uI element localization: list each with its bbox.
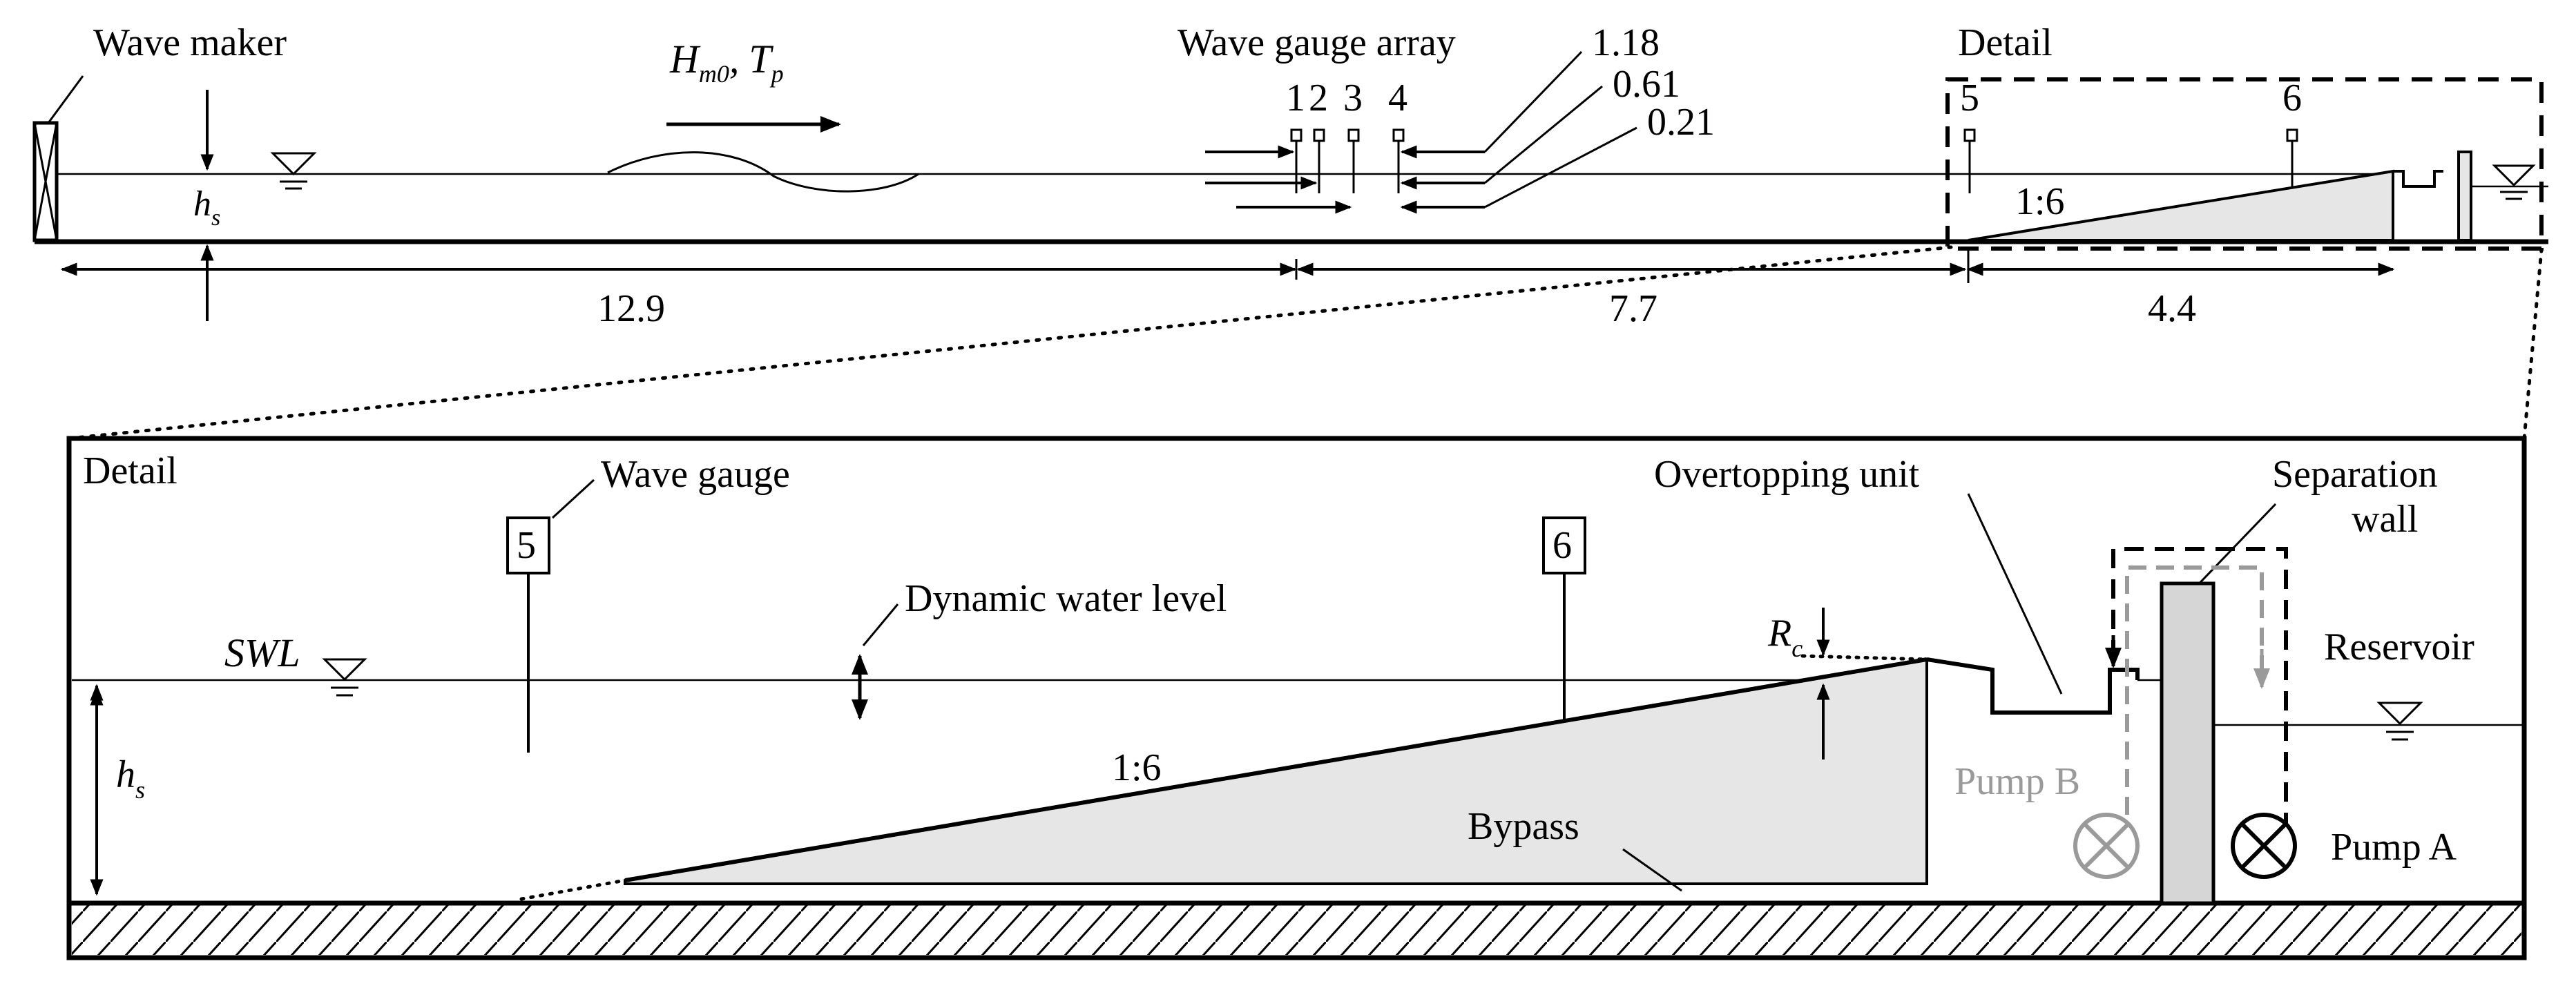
detail-swl-symbol xyxy=(322,658,367,697)
swl-label: SWL xyxy=(224,630,300,675)
detail-hs-label: hs xyxy=(116,753,145,804)
overview-gauge-6 xyxy=(2286,128,2298,142)
overview-reservoir-swl-symbol xyxy=(2492,164,2536,200)
spacing-0-61: 0.61 xyxy=(1613,63,1680,106)
distance-4-4: 4.4 xyxy=(2148,287,2196,330)
pump-b-icon xyxy=(2073,813,2140,879)
wave-gauge-leader xyxy=(551,478,595,519)
detail-gauge-6-box xyxy=(1542,516,1586,574)
overview-flume: Wave maker hs Hm0,Tp Wave gauge array 1 … xyxy=(32,21,2548,330)
bypass-label: Bypass xyxy=(1468,805,1579,848)
rc-label: Rc xyxy=(1767,612,1803,662)
detail-gauge-5-box xyxy=(506,516,550,574)
wave-maker-hatch xyxy=(33,122,58,241)
detail-gauge-5-number: 5 xyxy=(517,524,536,567)
swl-symbol xyxy=(270,152,317,190)
gauge-number-2: 2 xyxy=(1309,77,1328,119)
hs-label: hs xyxy=(193,184,220,231)
gauge-number-3: 3 xyxy=(1343,77,1363,119)
distance-7-7: 7.7 xyxy=(1609,287,1657,330)
pump-b-label: Pump B xyxy=(1954,760,2080,803)
zoom-connector-left xyxy=(67,245,1953,441)
spacing-leader xyxy=(1483,50,1583,153)
overtopping-unit xyxy=(1926,657,2140,715)
reservoir-label: Reservoir xyxy=(2324,626,2474,668)
wave-params-label: Hm0,Tp xyxy=(669,37,784,88)
detail-floor-hatch xyxy=(72,903,2521,955)
zoom-connector-right xyxy=(2522,248,2544,441)
spacing-1-18: 1.18 xyxy=(1592,21,1660,64)
gauge-number-4: 4 xyxy=(1388,77,1407,119)
distance-12-9: 12.9 xyxy=(597,287,665,330)
overview-gauge-6-number: 6 xyxy=(2282,77,2302,119)
detail-label-overview: Detail xyxy=(1958,21,2053,64)
separation-wall-label-1: Separation xyxy=(2272,453,2437,496)
overview-slope-label: 1:6 xyxy=(2015,180,2065,223)
detail-panel: Detail hs SWL Wave gauge 5 Dynamic water… xyxy=(66,436,2527,960)
detail-title: Detail xyxy=(83,449,177,492)
separation-wall-label-2: wall xyxy=(2352,498,2418,541)
wave-gauge-label: Wave gauge xyxy=(601,453,790,496)
overtopping-unit-label: Overtopping unit xyxy=(1654,453,1920,496)
slope-crest-line xyxy=(624,657,1928,882)
spacing-0-21: 0.21 xyxy=(1647,101,1715,144)
detail-slope-label: 1:6 xyxy=(1112,746,1162,789)
pump-a-icon xyxy=(2231,813,2297,879)
gauge-array-markers xyxy=(1290,128,1405,193)
overtopping-unit-leader xyxy=(1967,493,2063,695)
detail-gauge-6-number: 6 xyxy=(1553,524,1572,567)
overview-slope xyxy=(1968,169,2394,242)
overview-gauge-5-number: 5 xyxy=(1960,77,1979,119)
spacing-leader xyxy=(1484,85,1603,184)
pump-b-dashed-path xyxy=(2125,565,2264,815)
overview-separation-wall xyxy=(2457,151,2472,242)
bypass-leader xyxy=(1622,848,1682,892)
overview-overtopping-unit xyxy=(2393,170,2443,188)
wave-maker-leader xyxy=(47,75,84,124)
separation-wall xyxy=(2160,581,2215,905)
dynamic-water-level-label: Dynamic water level xyxy=(905,577,1227,620)
wave-maker-label: Wave maker xyxy=(93,21,287,64)
spacing-leader xyxy=(1484,126,1637,209)
pump-a-dashed-path xyxy=(2111,547,2288,829)
gauge-number-1: 1 xyxy=(1286,77,1305,119)
detail-box-overview xyxy=(1945,77,2544,251)
wave-gauge-array-label: Wave gauge array xyxy=(1178,21,1456,64)
rc-dotted-crest xyxy=(1800,654,1929,661)
reservoir-swl-symbol xyxy=(2376,702,2423,741)
dynamic-water-level-leader xyxy=(862,603,899,646)
wave-shape xyxy=(607,151,919,193)
pump-a-label: Pump A xyxy=(2331,826,2457,869)
overview-gauge-5 xyxy=(1963,128,1976,142)
slope-extension-dotted xyxy=(519,878,627,901)
